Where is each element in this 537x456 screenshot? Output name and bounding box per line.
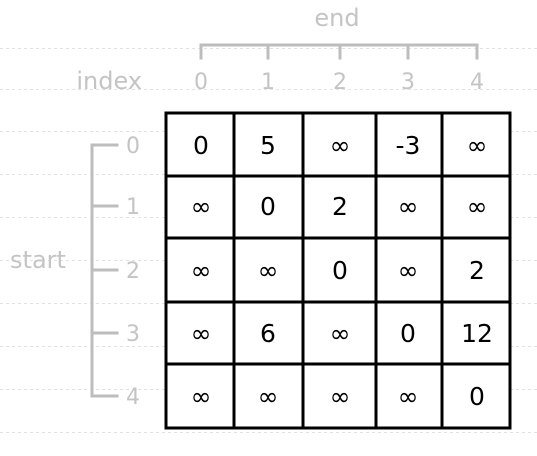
matrix-cell-border <box>374 111 444 178</box>
row-indices: 0 1 2 3 4 <box>126 134 140 410</box>
matrix-cell-value: 2 <box>332 192 348 221</box>
row-bracket <box>90 143 119 398</box>
matrix-grid: 0 5 ∞ -3 ∞ ∞ 0 2 ∞ ∞ ∞ ∞ 0 ∞ 2 ∞ 6 ∞ 0 12 ∞ ∞ ∞ ∞ 0 <box>164 111 512 430</box>
column-index: 2 <box>333 70 347 95</box>
matrix-cell-value: ∞ <box>467 192 488 221</box>
matrix-cell-value: 0 <box>193 131 209 160</box>
matrix-cell: ∞ <box>164 174 236 240</box>
matrix-cell-value: ∞ <box>258 256 279 285</box>
matrix-cell: ∞ <box>301 300 378 366</box>
matrix-cell: ∞ <box>440 111 512 178</box>
matrix-cell-value: ∞ <box>330 382 351 411</box>
matrix-cell-value: ∞ <box>258 382 279 411</box>
matrix-cell-value: 2 <box>469 256 485 285</box>
matrix-cell-value: ∞ <box>398 256 419 285</box>
matrix-cell: ∞ <box>232 362 305 430</box>
matrix-cell-value: 12 <box>461 319 493 348</box>
matrix-cell-value: 0 <box>469 382 485 411</box>
column-index: 3 <box>401 70 415 95</box>
matrix-cell: ∞ <box>440 174 512 240</box>
matrix-cell-border <box>440 174 512 240</box>
matrix-cell: ∞ <box>301 362 378 430</box>
matrix-cell: -3 <box>374 111 444 178</box>
matrix-cell-value: 5 <box>260 131 276 160</box>
matrix-cell-value: ∞ <box>191 256 212 285</box>
matrix-cell-value: ∞ <box>191 382 212 411</box>
matrix-cell: 2 <box>440 236 512 304</box>
row-index: 4 <box>126 385 140 410</box>
row-index: 2 <box>126 259 140 284</box>
matrix-cell-value: ∞ <box>330 131 351 160</box>
matrix-cell-border <box>440 362 512 430</box>
matrix-cell: 0 <box>232 174 305 240</box>
index-label: index <box>76 67 142 95</box>
column-bracket <box>199 43 479 60</box>
matrix-cell-value: 0 <box>400 319 416 348</box>
matrix-cell-value: ∞ <box>191 192 212 221</box>
row-index: 3 <box>126 322 140 347</box>
matrix-cell-value: 6 <box>260 319 276 348</box>
matrix-cell-border <box>232 174 305 240</box>
matrix-cell-border <box>232 111 305 178</box>
matrix-cell-border <box>440 300 512 366</box>
matrix-cell-value: 0 <box>332 256 348 285</box>
end-label: end <box>314 4 359 32</box>
matrix-cell: 0 <box>374 300 444 366</box>
matrix-cell-value: ∞ <box>398 382 419 411</box>
matrix-cell-border <box>232 300 305 366</box>
matrix-cell: 12 <box>440 300 512 366</box>
column-index: 4 <box>470 70 484 95</box>
matrix-cell: 0 <box>440 362 512 430</box>
start-label: start <box>10 246 66 274</box>
matrix-cell: ∞ <box>374 362 444 430</box>
matrix-cell-value: ∞ <box>330 319 351 348</box>
matrix-cell: ∞ <box>164 236 236 304</box>
matrix-cell: ∞ <box>232 236 305 304</box>
matrix-cell: ∞ <box>374 174 444 240</box>
matrix-cell-value: -3 <box>396 131 421 160</box>
matrix-cell: 6 <box>232 300 305 366</box>
column-index: 1 <box>261 70 275 95</box>
column-indices: 0 1 2 3 4 <box>194 70 484 95</box>
matrix-cell: 0 <box>301 236 378 304</box>
matrix-cell: ∞ <box>301 111 378 178</box>
matrix-cell-value: 0 <box>260 192 276 221</box>
row-index: 0 <box>126 134 140 159</box>
matrix-cell-border <box>374 362 444 430</box>
matrix-cell: ∞ <box>164 362 236 430</box>
matrix-cell: 5 <box>232 111 305 178</box>
matrix-cell-value: ∞ <box>398 192 419 221</box>
matrix-cell-border <box>374 174 444 240</box>
matrix-cell-border <box>164 111 236 178</box>
matrix-cell: 0 <box>164 111 236 178</box>
row-index: 1 <box>126 195 140 220</box>
matrix-cell: 2 <box>301 174 378 240</box>
matrix-cell-value: ∞ <box>191 319 212 348</box>
matrix-cell: ∞ <box>164 300 236 366</box>
matrix-cell-value: ∞ <box>467 131 488 160</box>
column-index: 0 <box>194 70 208 95</box>
matrix-cell: ∞ <box>374 236 444 304</box>
